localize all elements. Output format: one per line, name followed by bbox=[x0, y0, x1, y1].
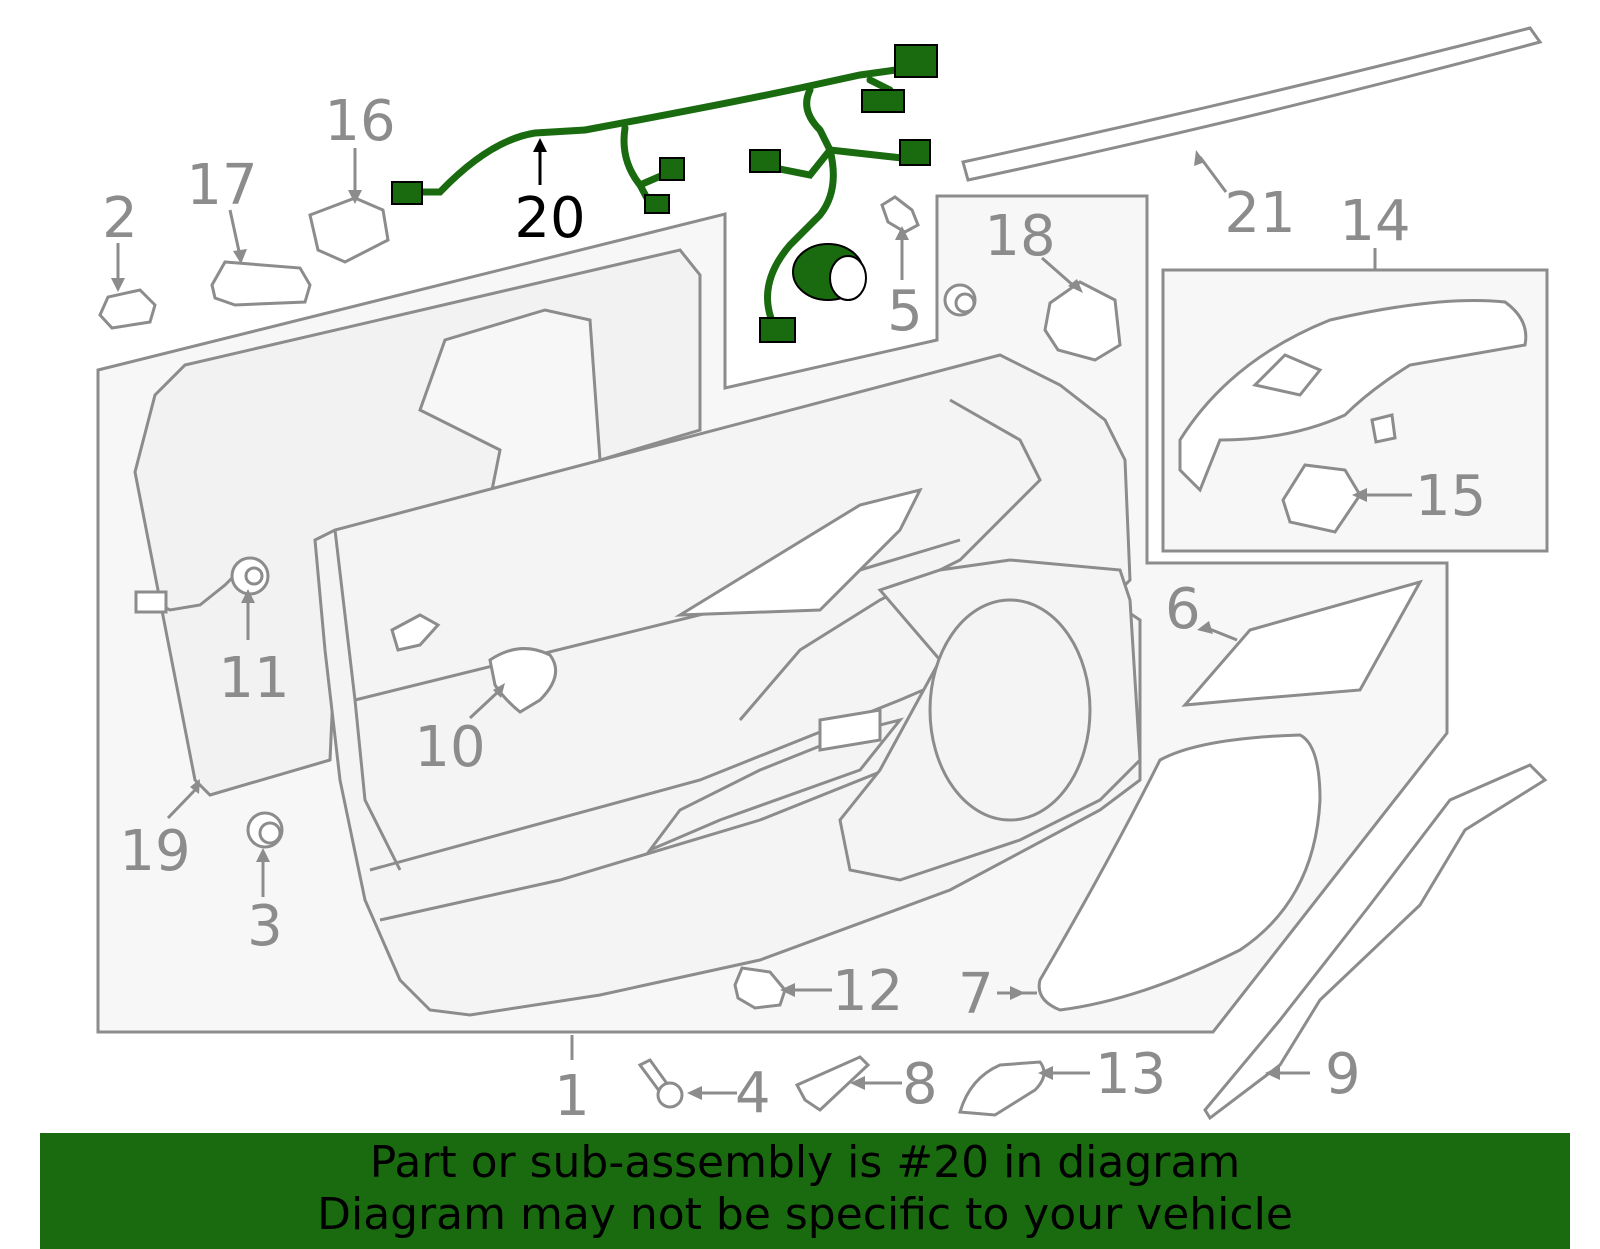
arrowheads bbox=[111, 150, 1367, 1100]
label-6: 6 bbox=[1165, 577, 1201, 642]
banner-line-2: Diagram may not be specific to your vehi… bbox=[317, 1189, 1293, 1240]
leader-lines bbox=[116, 148, 1412, 1095]
label-19: 19 bbox=[119, 819, 190, 884]
window-switch-bezel bbox=[1252, 353, 1323, 397]
label-10: 10 bbox=[414, 715, 485, 780]
wiring-harness-20 bbox=[396, 64, 924, 334]
label-7: 7 bbox=[958, 962, 994, 1027]
label-21: 21 bbox=[1224, 181, 1295, 246]
label-5: 5 bbox=[887, 279, 923, 344]
clip-14 bbox=[1370, 413, 1397, 444]
label-15: 15 bbox=[1415, 464, 1486, 529]
label-4: 4 bbox=[735, 1061, 771, 1126]
label-8: 8 bbox=[902, 1052, 938, 1117]
label-3: 3 bbox=[247, 894, 283, 959]
clip-2 bbox=[98, 288, 157, 330]
switch-12 bbox=[733, 966, 787, 1010]
switch-17 bbox=[210, 260, 312, 307]
label-12: 12 bbox=[832, 959, 903, 1024]
label-11: 11 bbox=[218, 646, 289, 711]
trim-6 bbox=[1181, 579, 1424, 707]
module-18 bbox=[1043, 280, 1122, 362]
harness-connectors bbox=[391, 44, 938, 343]
label-17: 17 bbox=[186, 153, 257, 218]
speaker-grille-7 bbox=[1037, 733, 1322, 1012]
label-13: 13 bbox=[1095, 1042, 1166, 1107]
light-13 bbox=[958, 1060, 1046, 1117]
arrowhead-20 bbox=[533, 138, 547, 152]
label-9: 9 bbox=[1325, 1042, 1361, 1107]
info-banner: Part or sub-assembly is #20 in diagram D… bbox=[40, 1133, 1570, 1249]
bolt-4 bbox=[637, 1058, 684, 1109]
inner-handle bbox=[390, 613, 441, 652]
handle-bezel bbox=[488, 647, 558, 714]
label-1: 1 bbox=[554, 1064, 590, 1129]
label-18: 18 bbox=[984, 204, 1055, 269]
weatherstrip-21 bbox=[961, 26, 1543, 182]
push-pin-3 bbox=[246, 811, 284, 849]
label-2: 2 bbox=[102, 186, 138, 251]
water-deflector bbox=[133, 248, 702, 797]
label-16: 16 bbox=[324, 89, 395, 154]
banner-line-1: Part or sub-assembly is #20 in diagram bbox=[369, 1137, 1241, 1188]
armrest-14 bbox=[1178, 298, 1528, 493]
label-20: 20 bbox=[514, 186, 585, 251]
switch-16 bbox=[308, 196, 390, 264]
label-14: 14 bbox=[1339, 189, 1410, 254]
bracket-8 bbox=[794, 1055, 871, 1112]
fastener-5 bbox=[880, 195, 977, 317]
